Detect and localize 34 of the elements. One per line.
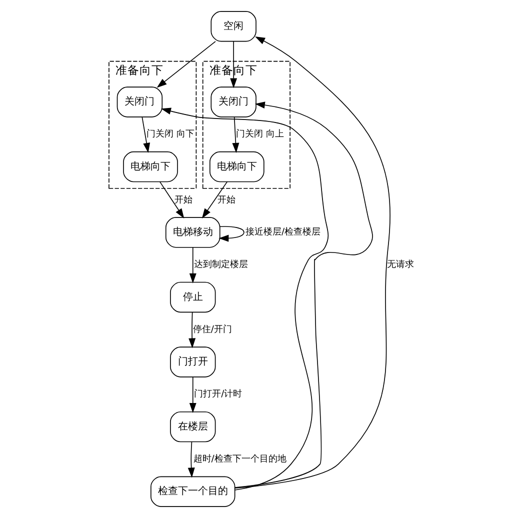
arrow [188,312,196,348]
arrow [159,181,184,218]
node-box: 电梯向下 [208,151,264,182]
node-box: 停止 [170,282,216,313]
edge-label: 无请求 [386,260,414,270]
arrow [188,247,196,284]
arrow [232,116,239,153]
node-box: 关闭门 [116,86,162,118]
edge-label: 门关闭 向下 [146,130,194,140]
edge-label: 开始 [174,195,192,206]
edge-label: 停住/开门 [192,324,232,335]
edge-label: 门关闭 向上 [236,130,284,140]
node-box: 电梯向下 [122,151,178,182]
node-box: 空闲 [210,11,256,42]
edge-label: 开始 [217,195,236,206]
arrow [187,441,194,478]
arrow [160,108,328,490]
arrow [201,181,228,218]
node-box: 在楼层 [170,411,216,442]
arrow [234,102,372,488]
node-box: 电梯移动 [164,217,220,248]
edge-label: 门打开/计时 [194,390,242,400]
arrow [141,116,150,153]
node-box: 关闭门 [210,86,256,118]
node-box: 检查下一个目的 [150,476,235,507]
arrow [188,376,196,413]
arrow [234,36,390,489]
arrow [218,226,244,242]
arrow [230,41,237,88]
node-box: 门打开 [170,346,216,378]
arrow [156,41,216,88]
edge-label: 达到制定楼层 [194,260,248,270]
edge-label: 超时/检查下一个目的地 [192,454,286,465]
edge-label: 接近楼层/检查楼层 [244,228,320,238]
